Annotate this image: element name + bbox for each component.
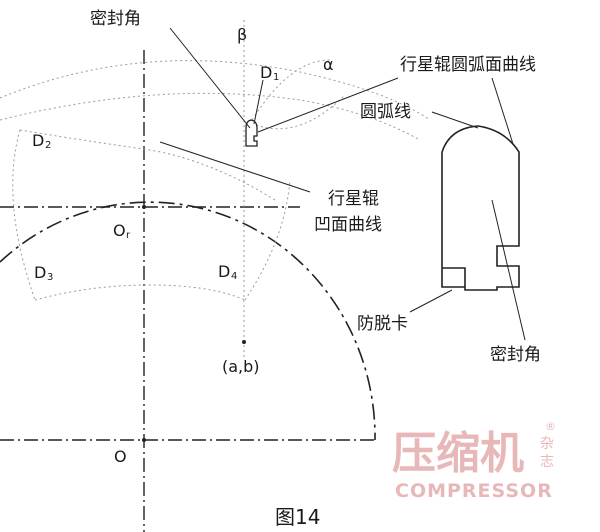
outer-arc-2	[0, 92, 421, 141]
label-d3: D	[34, 263, 46, 282]
label-d2: D	[32, 131, 44, 150]
label-beta: β	[237, 25, 247, 44]
figure-caption: 图14	[275, 505, 320, 529]
leader-arc-curve-2	[491, 77, 514, 145]
label-d4: D	[218, 262, 230, 281]
small-seal-profile	[245, 119, 258, 147]
label-seal-angle-right: 密封角	[490, 345, 541, 365]
leader-arc-line	[431, 111, 479, 129]
label-d4-sub: 4	[231, 271, 237, 282]
leader-anti-slip	[409, 289, 453, 313]
or-center-point	[142, 205, 146, 209]
axis-lines	[0, 50, 375, 532]
label-planet-concave-2: 凹面曲线	[314, 215, 382, 235]
ab-point	[242, 340, 246, 344]
leader-concave-curve	[159, 141, 311, 193]
label-ab: (a,b)	[222, 357, 260, 376]
logo-side-text-1: 杂	[540, 436, 554, 452]
label-arc-line: 圆弧线	[360, 102, 411, 122]
construction-arcs	[0, 20, 431, 360]
logo-english-text: COMPRESSOR	[395, 480, 553, 502]
label-d1-sub: 1	[273, 72, 279, 83]
alpha-line-2	[255, 94, 346, 130]
label-or: O	[113, 221, 126, 240]
label-d3-sub: 3	[47, 272, 53, 283]
leader-d1	[253, 79, 264, 125]
outer-arc-1	[0, 60, 431, 121]
leader-seal-angle-right	[491, 199, 526, 341]
label-planet-concave-1: 行星辊	[328, 189, 379, 209]
logo-side-text-2: 志	[540, 454, 554, 470]
label-alpha: α	[323, 55, 334, 74]
d3-d4-bottom-arc	[34, 284, 246, 301]
leader-seal-angle-top	[169, 27, 251, 129]
d2-arc	[19, 129, 276, 201]
compressor-logo: 压缩机 杂 志 ® COMPRESSOR	[392, 420, 556, 502]
leader-arc-curve-1	[257, 77, 399, 133]
label-anti-slip: 防脱卡	[357, 314, 408, 334]
d4-right-arc	[244, 179, 291, 301]
large-seal-profile	[441, 125, 520, 291]
label-d1: D	[260, 63, 272, 82]
d3-left-arc	[12, 129, 36, 301]
label-o: O	[114, 447, 127, 466]
logo-main-text: 压缩机	[392, 428, 524, 479]
label-planet-arc-curve: 行星辊圆弧面曲线	[400, 55, 536, 75]
o-center-point	[142, 438, 146, 442]
label-seal-angle-top: 密封角	[90, 9, 141, 29]
base-circle-arc	[0, 201, 376, 441]
label-d2-sub: 2	[45, 140, 51, 151]
leader-lines	[159, 27, 526, 341]
label-or-sub: r	[126, 230, 131, 241]
logo-registered: ®	[545, 420, 556, 433]
